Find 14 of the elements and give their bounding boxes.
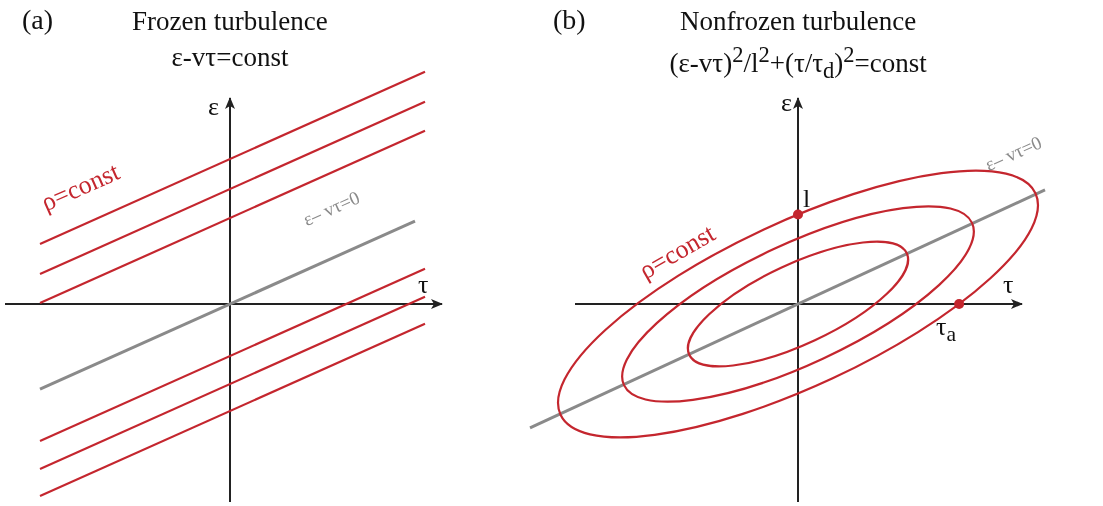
panel-title: Frozen turbulence (132, 8, 328, 35)
equation: ε-vτ=const (171, 44, 289, 71)
equation: (ε-vτ)$^{2}$/l$^{2}$+(τ/τ$_{d}$)$^{2}$=const (669, 44, 927, 83)
point-label: l (803, 186, 811, 212)
panel-title: Nonfrozen turbulence (680, 8, 917, 35)
axis-label: ε (208, 94, 219, 120)
line-label: ε– vτ=0 (982, 132, 1045, 174)
axis-label: ε (781, 90, 792, 116)
panel-letter: (a) (22, 6, 54, 34)
panel-letter: (b) (553, 6, 586, 34)
axis-label: τ (1003, 272, 1014, 298)
axis-label: τ (418, 272, 429, 298)
point-label: τ$_{a}$ (936, 314, 957, 346)
line-label: ε– vτ=0 (300, 187, 363, 229)
